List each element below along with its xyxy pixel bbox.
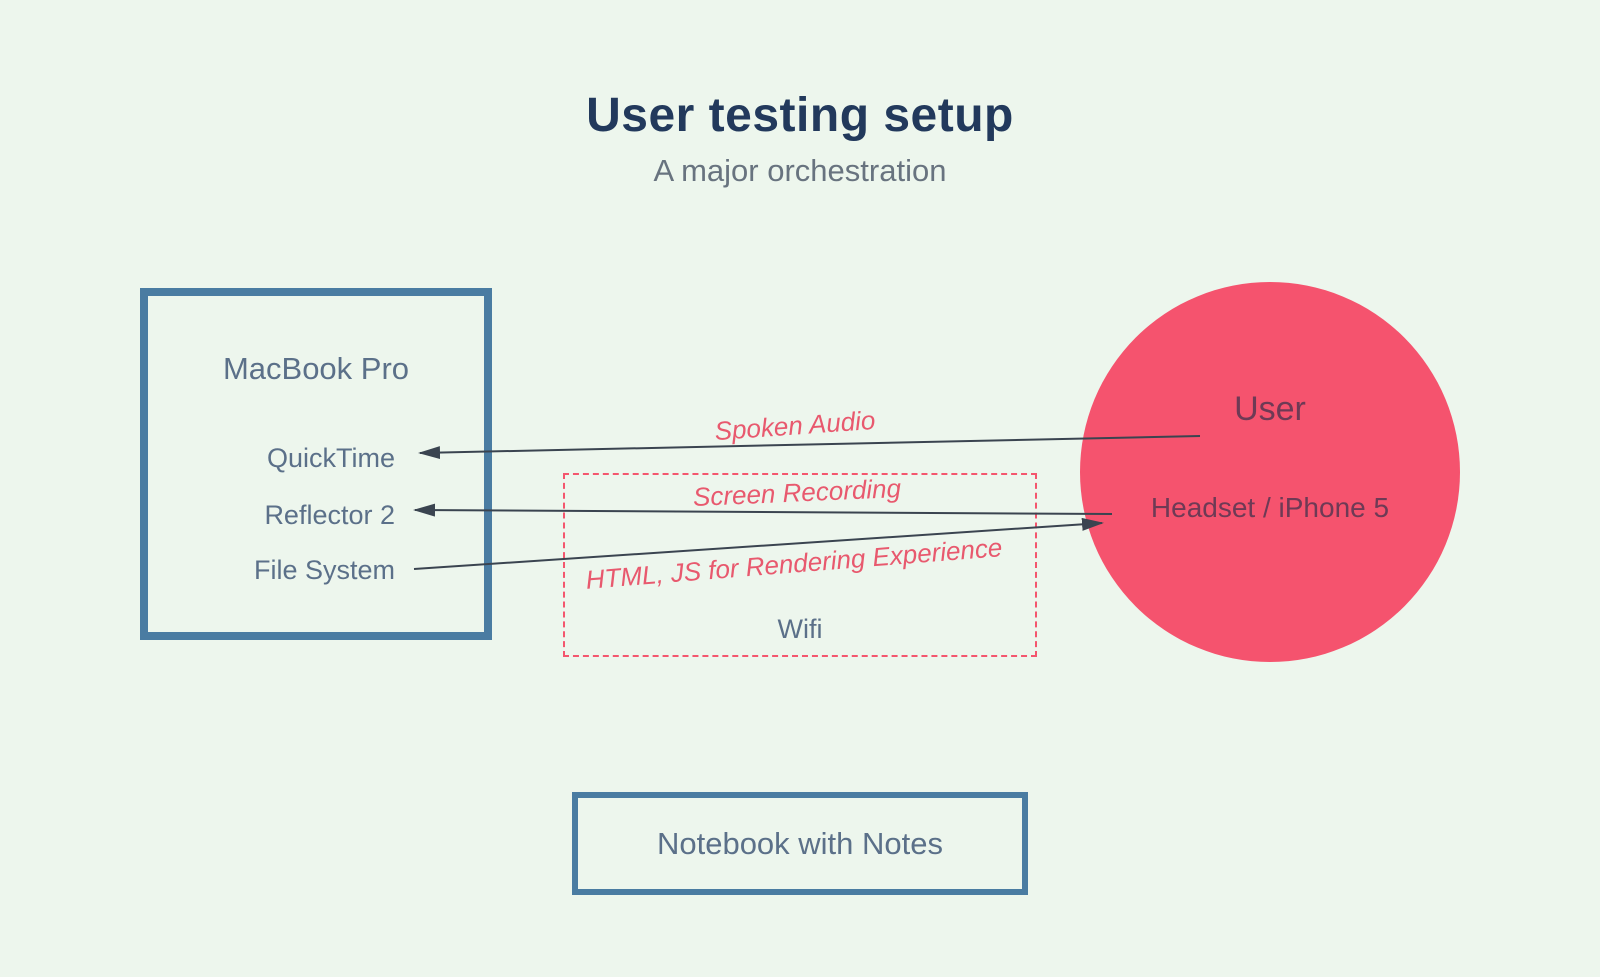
connection-label-spoken-audio: Spoken Audio [713,404,877,447]
page-subtitle: A major orchestration [653,153,947,188]
notebook-label: Notebook with Notes [656,825,944,861]
user-label: User [1234,390,1306,428]
page-title: User testing setup [586,89,1014,142]
macbook-item-reflector: Reflector 2 [264,500,395,530]
macbook-item-filesystem: File System [253,555,395,585]
macbook-item-quicktime: QuickTime [266,443,395,473]
macbook-pro-box: MacBook Pro QuickTime Reflector 2 File S… [140,288,492,640]
user-circle: User Headset / iPhone 5 [1080,282,1460,662]
wifi-label: Wifi [777,614,823,644]
macbook-pro-label: MacBook Pro [222,351,410,386]
headset-iphone-label: Headset / iPhone 5 [1150,492,1390,523]
notebook-box: Notebook with Notes [572,792,1028,895]
